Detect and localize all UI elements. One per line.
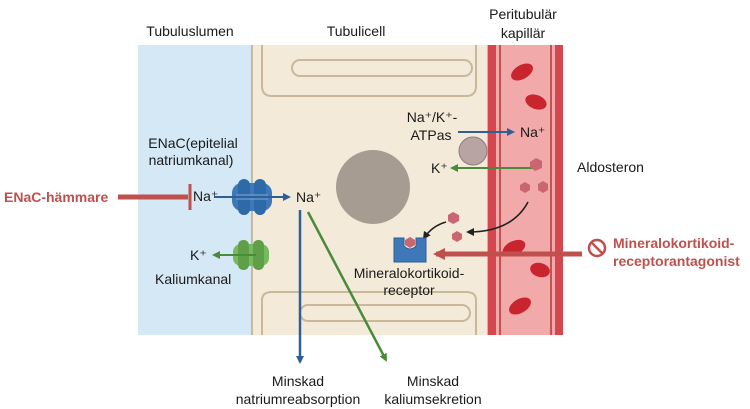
mineralocorticoid-receptor-icon bbox=[393, 237, 427, 263]
enac-na-label: Na⁺ bbox=[193, 188, 218, 204]
red-blood-cell-icon bbox=[509, 297, 531, 315]
capillary-header-line1: Peritubulär bbox=[489, 6, 557, 22]
aldosterone-binding-arrow bbox=[422, 221, 447, 240]
capillary-header-line2: kapillär bbox=[501, 25, 546, 41]
potassium-outcome-line2: kaliumsekretion bbox=[384, 391, 481, 407]
sodium-outcome-line1: Minskad bbox=[272, 373, 324, 389]
k-channel-ion-label: K⁺ bbox=[190, 247, 207, 263]
enac-inhibitor-label: ENaC-hämmare bbox=[4, 189, 108, 205]
aldosterone-label: Aldosteron bbox=[577, 159, 644, 175]
aldosterone-molecule-icon bbox=[448, 158, 548, 242]
pump-na-label: Na⁺ bbox=[520, 124, 545, 140]
na-k-atpase-icon bbox=[458, 136, 488, 166]
cell-na-label: Na⁺ bbox=[296, 189, 321, 205]
antagonist-label-line1: Mineralokortikoid- bbox=[613, 235, 735, 251]
red-blood-cell-icon bbox=[511, 63, 533, 81]
red-blood-cell-icon bbox=[530, 262, 550, 278]
enac-label-line2: natriumkanal) bbox=[149, 152, 234, 168]
lumen-header: Tubuluslumen bbox=[146, 23, 233, 39]
receptor-label-line2: receptor bbox=[383, 282, 435, 298]
red-blood-cell-icon bbox=[525, 94, 547, 110]
sodium-outcome-line2: natriumreabsorption bbox=[236, 391, 361, 407]
prohibition-icon bbox=[587, 238, 607, 258]
potassium-outcome-line1: Minskad bbox=[407, 373, 459, 389]
aldosterone-entry-arrow bbox=[466, 201, 529, 236]
cell-header: Tubulicell bbox=[327, 23, 386, 39]
potassium-outcome-arrow bbox=[306, 211, 388, 362]
antagonist-label-line2: receptorantagonist bbox=[613, 253, 740, 269]
nucleus-icon bbox=[336, 150, 410, 224]
k-channel-label: Kaliumkanal bbox=[155, 271, 231, 287]
pump-label-line1: Na⁺/K⁺- bbox=[407, 109, 458, 125]
enac-label-line1: ENaC(epitelial bbox=[148, 135, 237, 151]
pump-label-line2: ATPas bbox=[411, 127, 452, 143]
pump-k-label: K⁺ bbox=[431, 160, 448, 176]
receptor-label-line1: Mineralokortikoid- bbox=[354, 265, 465, 281]
